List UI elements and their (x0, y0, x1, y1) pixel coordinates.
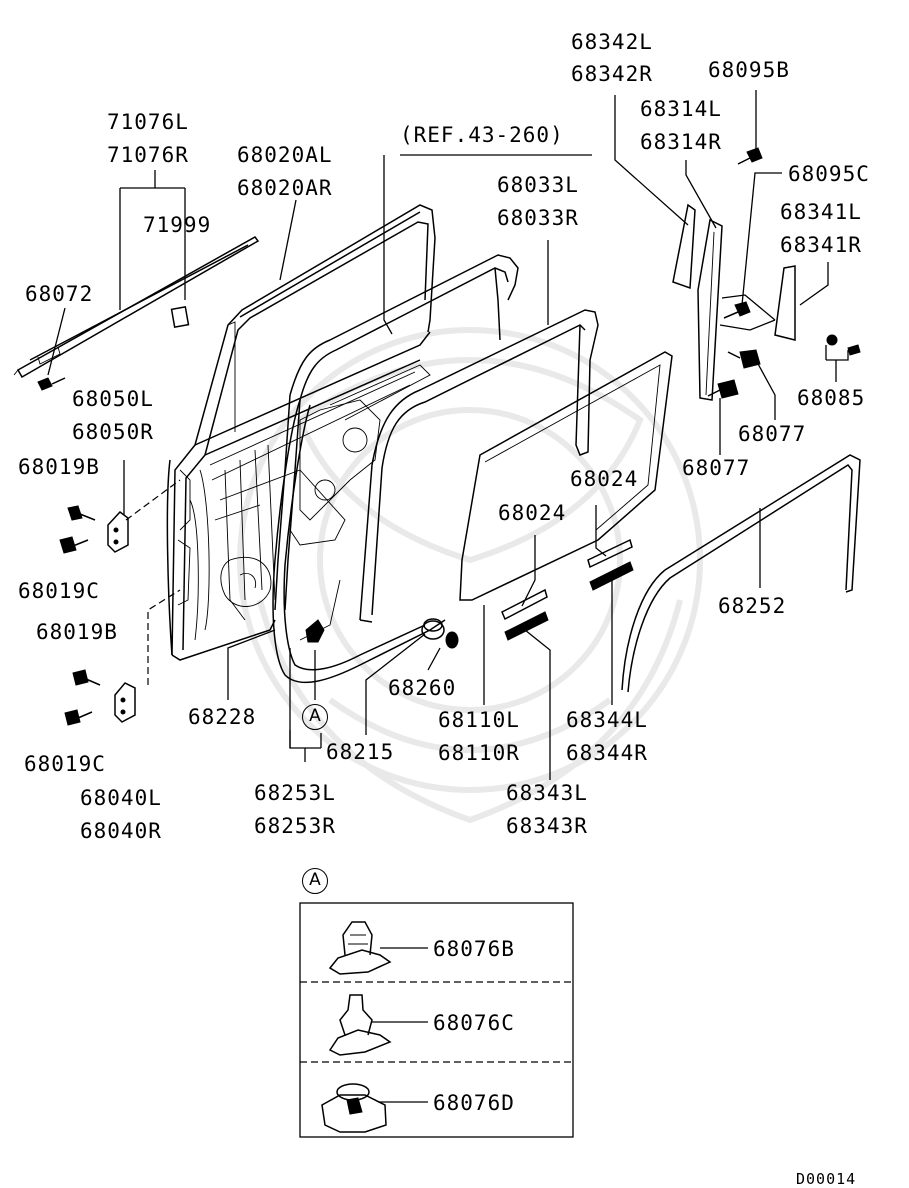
label-68072: 68072 (25, 282, 94, 306)
label-68342l: 68342L (571, 30, 653, 54)
bolt-68077-lower (707, 379, 739, 399)
label-68020ar: 68020AR (237, 176, 333, 200)
label-68077-a: 68077 (738, 422, 807, 446)
label-71076r: 71076R (107, 143, 189, 167)
label-68341l: 68341L (780, 200, 862, 224)
cap-68215 (421, 618, 445, 640)
strip-68252 (621, 454, 861, 693)
division-bar-68314 (697, 218, 723, 401)
belt-moulding-71076 (13, 236, 260, 379)
label-68342r: 68342R (571, 62, 653, 86)
label-68076d: 68076D (433, 1091, 515, 1115)
label-68343l: 68343L (506, 781, 588, 805)
bolt-68072 (37, 377, 66, 391)
label-ref: (REF.43-260) (400, 123, 564, 147)
screw-68095b (737, 147, 763, 165)
label-68020al: 68020AL (237, 143, 333, 167)
label-68019b-lower: 68019B (36, 620, 118, 644)
label-68215: 68215 (326, 740, 395, 764)
strip-68024 (501, 538, 633, 621)
label-68314r: 68314R (640, 130, 722, 154)
label-68252: 68252 (718, 594, 787, 618)
label-68341r: 68341R (780, 233, 862, 257)
bolt-68019b-lower (72, 669, 101, 686)
sash-frame-68033 (359, 309, 599, 623)
bolt-68019c-upper (59, 536, 89, 554)
label-68095c: 68095C (788, 162, 870, 186)
label-68050r: 68050R (72, 420, 154, 444)
glass-run-68033 (274, 254, 519, 611)
label-68253r: 68253R (254, 814, 336, 838)
label-68110l: 68110L (438, 708, 520, 732)
watermark-emblem (237, 327, 703, 824)
label-68344r: 68344R (566, 741, 648, 765)
label-68024-a: 68024 (498, 501, 567, 525)
label-68019b-upper: 68019B (18, 455, 100, 479)
label-71076l: 71076L (107, 110, 189, 134)
hinge-68040 (114, 682, 136, 723)
label-68314l: 68314L (640, 97, 722, 121)
label-68260: 68260 (388, 676, 457, 700)
callout-marker-a-box: A (302, 868, 328, 894)
plug-68260 (445, 631, 459, 649)
label-68076b: 68076B (433, 937, 515, 961)
label-68344l: 68344L (566, 708, 648, 732)
label-68077-b: 68077 (682, 456, 751, 480)
door-shell-68020 (166, 204, 436, 661)
label-68076c: 68076C (433, 1011, 515, 1035)
clip-68085 (826, 334, 861, 356)
hinge-68050 (107, 510, 129, 553)
label-71999: 71999 (143, 213, 212, 237)
label-68040l: 68040L (80, 786, 162, 810)
label-68343r: 68343R (506, 814, 588, 838)
callout-marker-a-diagram: A (302, 704, 328, 730)
label-68050l: 68050L (72, 387, 154, 411)
delta-cover-68342 (672, 203, 696, 290)
leader-lines (47, 90, 849, 780)
label-68019c-upper: 68019C (18, 579, 100, 603)
label-68040r: 68040R (80, 819, 162, 843)
label-68019c-lower: 68019C (24, 752, 106, 776)
door-glass-68110 (459, 351, 673, 601)
label-68095b: 68095B (708, 58, 790, 82)
callout-box-a (299, 902, 574, 1138)
bolt-68019b-upper (67, 505, 96, 521)
bolt-68019c-lower (64, 709, 93, 726)
clip-68253 (305, 619, 325, 643)
diagram-code: D00014 (796, 1170, 857, 1188)
label-68024-b: 68024 (570, 467, 639, 491)
label-68033l: 68033L (497, 173, 579, 197)
label-68110r: 68110R (438, 741, 520, 765)
label-68085: 68085 (797, 386, 866, 410)
trim-68341 (774, 265, 796, 341)
label-68228: 68228 (188, 705, 257, 729)
label-68253l: 68253L (254, 781, 336, 805)
bolt-68077-upper (727, 349, 761, 369)
screw-68095c (723, 301, 751, 319)
label-68033r: 68033R (497, 206, 579, 230)
